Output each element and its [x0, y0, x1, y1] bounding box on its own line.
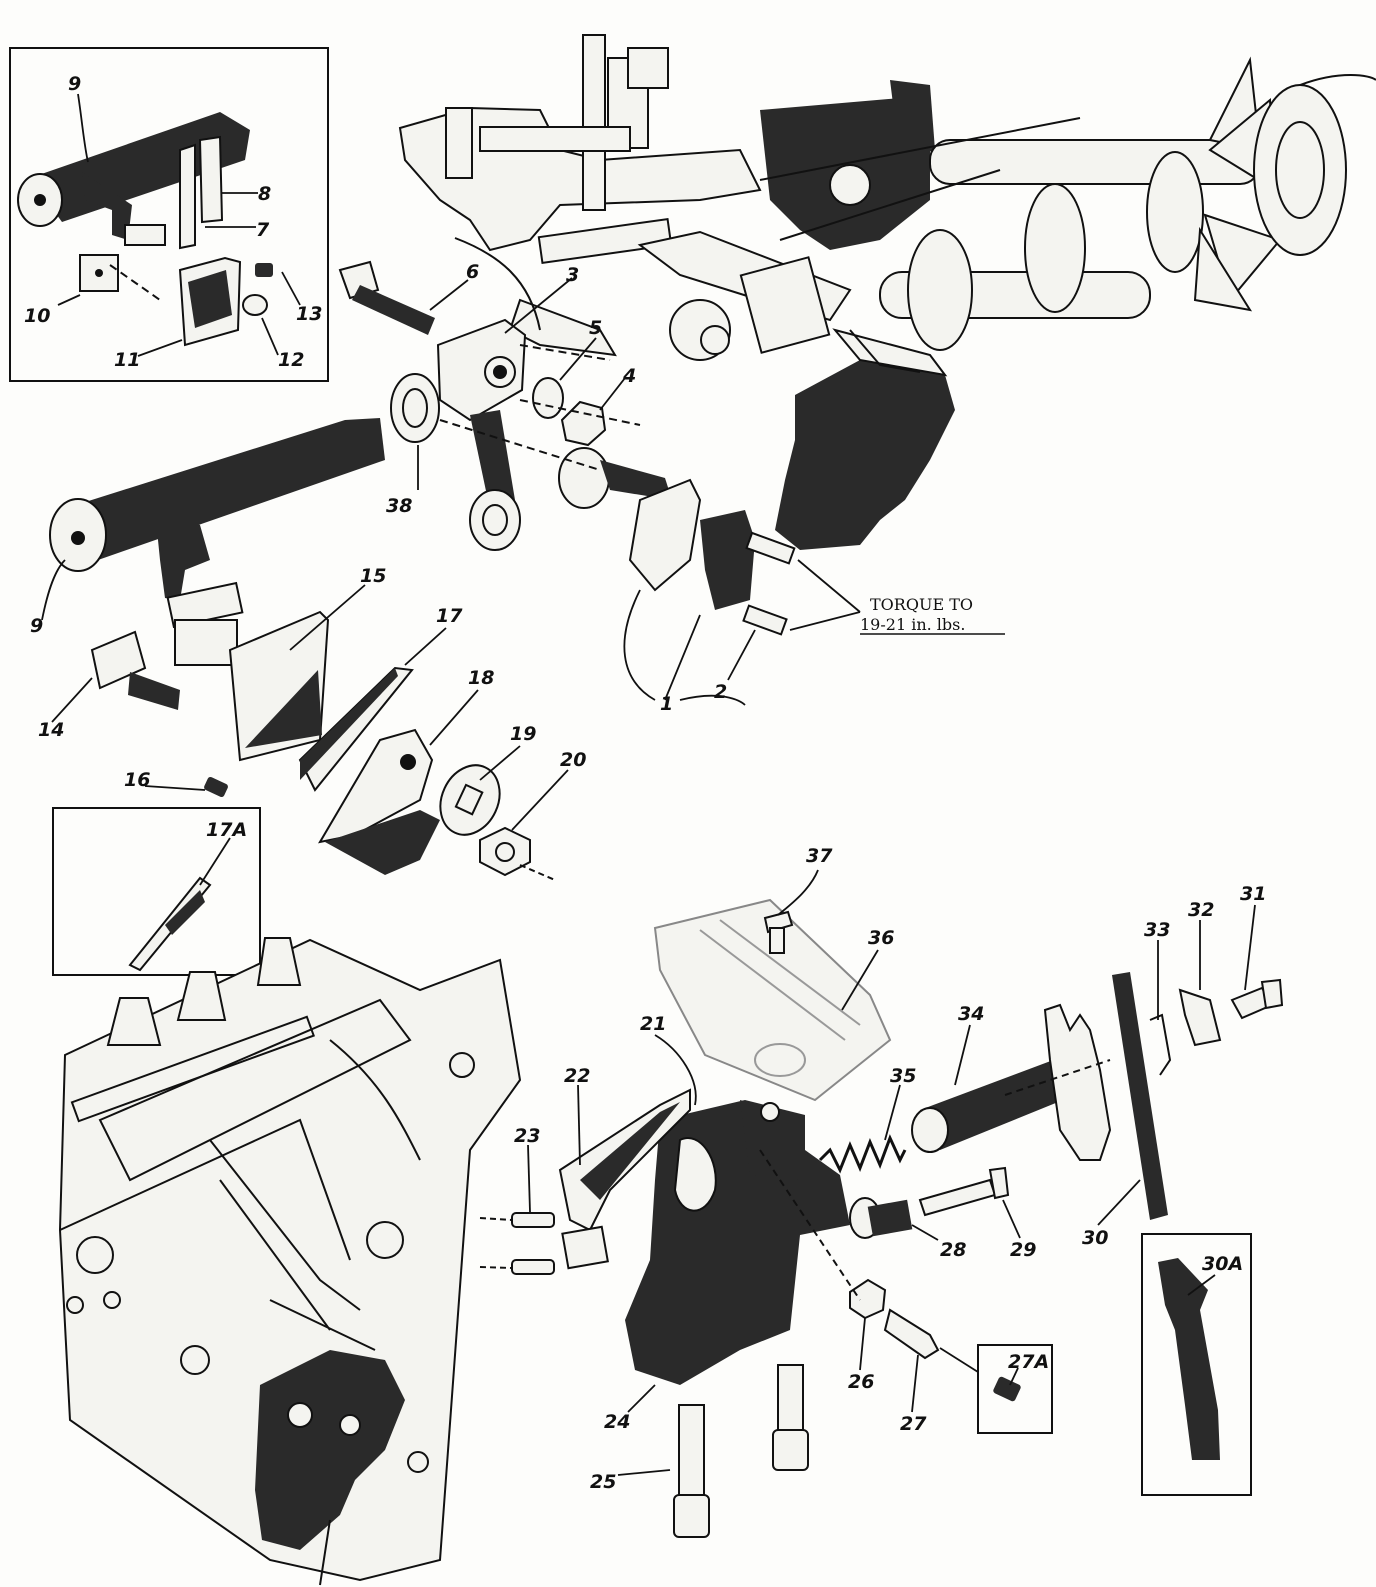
callout-27: 27: [900, 1413, 927, 1435]
callout-20: 20: [560, 749, 586, 771]
callout-9-inset: 9: [68, 73, 81, 95]
callout-35: 35: [890, 1065, 916, 1087]
callout-34: 34: [958, 1003, 984, 1025]
callout-1: 1: [660, 693, 673, 715]
callout-21: 21: [640, 1013, 666, 1035]
callout-11: 11: [114, 349, 140, 371]
callout-5: 5: [589, 317, 602, 339]
callout-13: 13: [296, 303, 322, 325]
callout-29: 29: [1010, 1239, 1036, 1261]
callout-17a: 17A: [206, 819, 247, 841]
inset-upper-knife-holder: [17, 112, 273, 347]
callout-30: 30: [1082, 1227, 1108, 1249]
lower-machine-overview: [58, 937, 522, 1586]
callout-23: 23: [514, 1125, 540, 1147]
callout-2: 2: [714, 681, 727, 703]
callout-10: 10: [24, 305, 50, 327]
callout-18: 18: [468, 667, 494, 689]
callout-16: 16: [124, 769, 150, 791]
callout-7: 7: [256, 219, 270, 241]
inset-17a-blade: [128, 876, 212, 972]
callout-28: 28: [940, 1239, 966, 1261]
callout-9-main: 9: [30, 615, 43, 637]
inset-30a-frame: [1141, 1233, 1252, 1496]
callout-33: 33: [1144, 919, 1170, 941]
callout-24: 24: [604, 1411, 630, 1433]
callout-19: 19: [510, 723, 536, 745]
callout-8: 8: [258, 183, 271, 205]
callout-labels: 1 2 3 4 5 6 7 8 9 9 10 11 12 13 14 15 16…: [24, 73, 1266, 1493]
callout-22: 22: [564, 1065, 590, 1087]
callout-17: 17: [436, 605, 463, 627]
callout-12: 12: [278, 349, 304, 371]
inset-knife-holder-frame: [9, 47, 329, 382]
upper-mechanism-assembly: [398, 34, 1376, 361]
callout-37: 37: [806, 845, 833, 867]
torque-note: TORQUE TO 19-21 in. lbs.: [860, 595, 1005, 635]
callout-3: 3: [566, 264, 579, 286]
torque-note-line1: TORQUE TO: [870, 595, 973, 614]
inset-27a-frame: [977, 1344, 1053, 1434]
callout-15: 15: [360, 565, 386, 587]
lower-knife-assembly: [49, 260, 796, 881]
callout-38: 38: [386, 495, 412, 517]
callout-31: 31: [1240, 883, 1266, 905]
torque-note-line2: 19-21 in. lbs.: [860, 615, 965, 634]
callout-14: 14: [38, 719, 64, 741]
callout-4: 4: [622, 365, 636, 387]
top-chaining-housing: [775, 328, 955, 550]
callout-32: 32: [1188, 899, 1214, 921]
callout-36: 36: [868, 927, 894, 949]
leader-lines: [41, 93, 1256, 1476]
callout-27a: 27A: [1008, 1351, 1049, 1373]
inset-17a-frame: [52, 807, 261, 976]
needle-plate-housing-assembly: [479, 898, 1284, 1538]
callout-26: 26: [848, 1371, 874, 1393]
callout-6: 6: [466, 261, 479, 283]
callout-30a: 30A: [1202, 1253, 1243, 1275]
callout-25: 25: [590, 1471, 616, 1493]
